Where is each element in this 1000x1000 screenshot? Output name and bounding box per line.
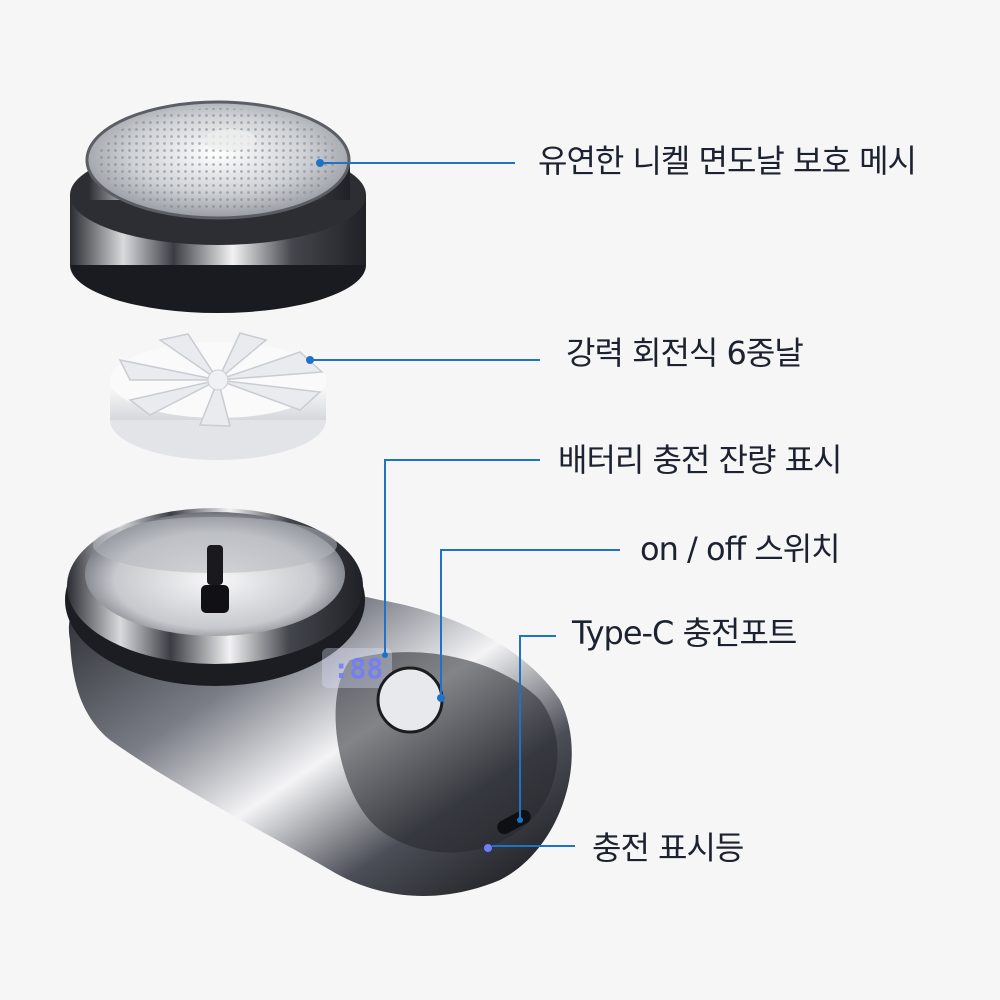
rotary-blade bbox=[110, 332, 326, 460]
type-c-port bbox=[497, 809, 531, 835]
shaver-body: :88 bbox=[65, 508, 572, 897]
callout-charging-port-label: Type-C 충전포트 bbox=[572, 614, 797, 652]
callout-dots bbox=[306, 159, 523, 823]
callout-lines bbox=[310, 162, 620, 847]
callout-charge-indicator-label: 충전 표시등 bbox=[592, 829, 744, 867]
callout-mesh-label: 유연한 니켈 면도날 보호 메시 bbox=[538, 142, 917, 180]
callout-power-switch-label: on / off 스위치 bbox=[640, 530, 841, 568]
power-button bbox=[376, 666, 444, 734]
svg-text::88: :88 bbox=[333, 652, 384, 685]
callout-battery-display-label: 배터리 충전 잔량 표시 bbox=[558, 441, 842, 479]
mesh-head bbox=[70, 100, 366, 313]
charge-led bbox=[484, 844, 492, 852]
battery-led-display: :88 bbox=[322, 648, 392, 688]
callout-blade-label: 강력 회전식 6중날 bbox=[566, 334, 804, 372]
